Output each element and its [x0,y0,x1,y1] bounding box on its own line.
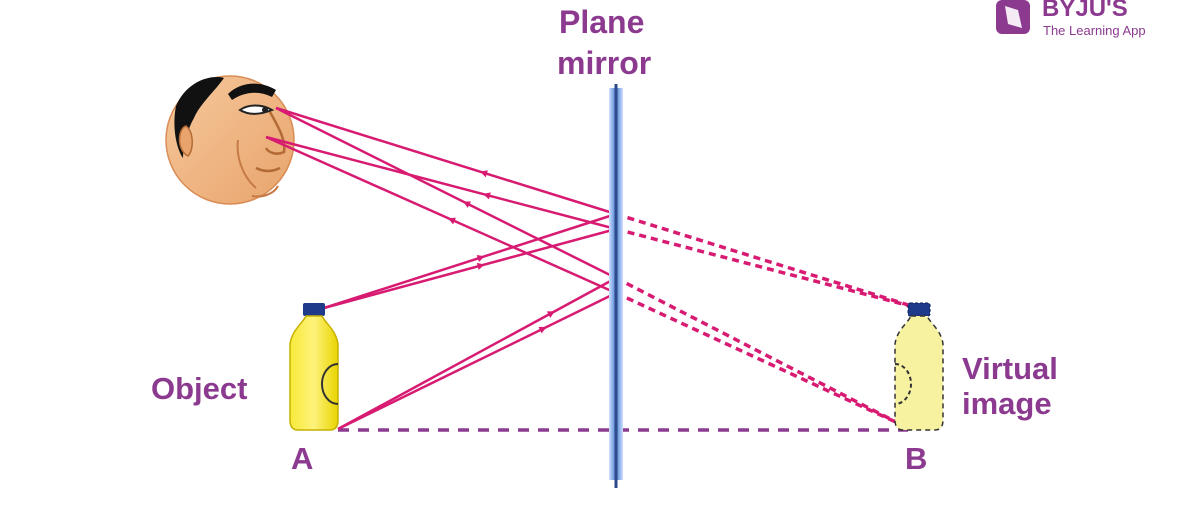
virtual-ray-4 [615,291,901,426]
arrow-incident-4 [538,326,547,334]
incident-ray-bottom-2 [337,291,617,431]
virtual-ray-3 [615,276,901,426]
arrow-reflected-3 [463,201,471,208]
observer-face [165,75,295,205]
brand-name: BYJU'S [1042,0,1128,22]
eyebrow [228,83,276,100]
mouth [255,166,281,173]
virtual-image-label-line2: image [962,386,1052,421]
bottle-label-arc [321,363,339,405]
point-b-label: B [905,441,927,476]
cheek-line [236,139,257,189]
object-bottle [289,303,339,431]
arrow-incident-3 [546,311,555,318]
pupil [262,107,268,113]
reflected-ray-4 [265,135,617,295]
arrow-incident-2 [476,262,485,270]
virtual-ray-1 [615,212,919,310]
incident-ray-top-1 [323,212,617,310]
virtual-bottle-cap [907,302,931,317]
arrow-group [448,170,555,334]
brand-logo: BYJU'S The Learning App [996,0,1146,38]
ear [178,125,193,157]
reflected-ray-3 [275,106,617,280]
arrow-reflected-1 [480,170,488,178]
virtual-ray-2 [615,227,919,310]
reflected-ray-2 [265,135,617,231]
plane-mirror [609,84,623,488]
arrow-reflected-2 [483,192,491,200]
brand-tagline: The Learning App [1043,23,1146,38]
mirror-label-line2: mirror [557,45,651,81]
bottle-cap [303,303,325,316]
arrow-reflected-4 [448,217,456,225]
reflected-ray-1 [275,106,617,216]
hair [174,77,224,158]
arrow-incident-1 [476,255,485,262]
virtual-image-label-line1: Virtual [962,351,1058,386]
ray-group [265,106,919,431]
point-a-label: A [291,441,313,476]
virtual-bottle-label-arc [894,363,912,405]
incident-ray-top-2 [323,227,617,310]
object-label: Object [151,371,247,406]
chin [251,185,279,198]
nose [264,111,286,155]
virtual-bottle-body [894,315,944,431]
virtual-image-bottle [894,302,944,431]
incident-ray-bottom-1 [337,276,617,431]
brand-logo-glyph [1005,6,1022,28]
mirror-label-line1: Plane [559,4,644,40]
bottle-body [289,315,339,431]
